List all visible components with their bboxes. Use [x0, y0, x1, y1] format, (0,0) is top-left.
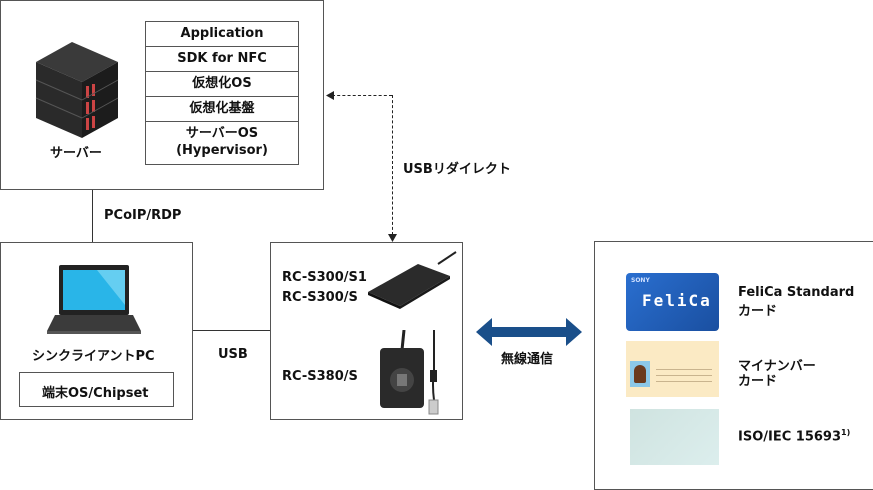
iso-label-text: ISO/IEC 15693: [738, 429, 842, 445]
software-stack: Application SDK for NFC 仮想化OS 仮想化基盤 サーバー…: [145, 21, 299, 165]
stack-layer-application: Application: [146, 22, 298, 47]
hypervisor-label: (Hypervisor): [176, 143, 268, 158]
portrait-icon: [634, 365, 646, 383]
wireless-label: 無線通信: [501, 352, 554, 367]
card-reader-flat-icon: [368, 251, 457, 309]
client-os-box: [19, 372, 174, 407]
server-rack-icon: [35, 42, 119, 138]
felica-label-line2: カード: [738, 304, 778, 319]
reader-model-rc-s300-s: RC-S300/S: [282, 290, 358, 305]
stack-layer-server-os: サーバーOS (Hypervisor): [146, 122, 298, 164]
pcoip-rdp-label: PCoIP/RDP: [104, 208, 182, 223]
card-line: [656, 381, 712, 382]
client-os-label: 端末OS/Chipset: [42, 386, 149, 401]
mynumber-label-line1: マイナンバー: [738, 359, 816, 374]
stack-layer-virtual-os: 仮想化OS: [146, 72, 298, 97]
wireless-arrow-icon: [476, 318, 582, 346]
felica-card-text: FeliCa: [642, 291, 712, 310]
usb-label: USB: [218, 347, 248, 362]
card-line: [656, 375, 712, 376]
stack-layer-sdk: SDK for NFC: [146, 47, 298, 72]
card-reader-usb-icon: [380, 330, 439, 415]
felica-brand: SONY: [631, 277, 650, 284]
felica-card-image: SONY FeliCa: [626, 273, 719, 331]
server-os-label: サーバーOS: [185, 126, 259, 141]
laptop-icon: [47, 265, 141, 334]
server-client-connector: [92, 190, 93, 242]
iso-card-image: [630, 409, 719, 465]
reader-model-rc-s300-s1: RC-S300/S1: [282, 270, 367, 285]
usb-redirect-line-h: [332, 95, 392, 96]
iso-label: ISO/IEC 156931): [738, 428, 850, 444]
stack-layer-virtualization-platform: 仮想化基盤: [146, 97, 298, 122]
felica-label-line1: FeliCa Standard: [738, 285, 855, 300]
usb-redirect-label: USBリダイレクト: [403, 162, 511, 177]
reader-model-rc-s380-s: RC-S380/S: [282, 369, 358, 384]
card-line: [656, 369, 712, 370]
mynumber-label-line2: カード: [738, 374, 778, 389]
iso-footnote: 1): [841, 428, 851, 437]
server-label: サーバー: [50, 146, 102, 161]
client-reader-connector: [193, 330, 270, 331]
mynumber-card-image: [626, 341, 719, 397]
arrowhead-down-icon: [388, 234, 397, 242]
thin-client-label: シンクライアントPC: [32, 349, 155, 364]
arrowhead-left-icon: [326, 91, 334, 100]
usb-redirect-line-v: [392, 95, 393, 235]
